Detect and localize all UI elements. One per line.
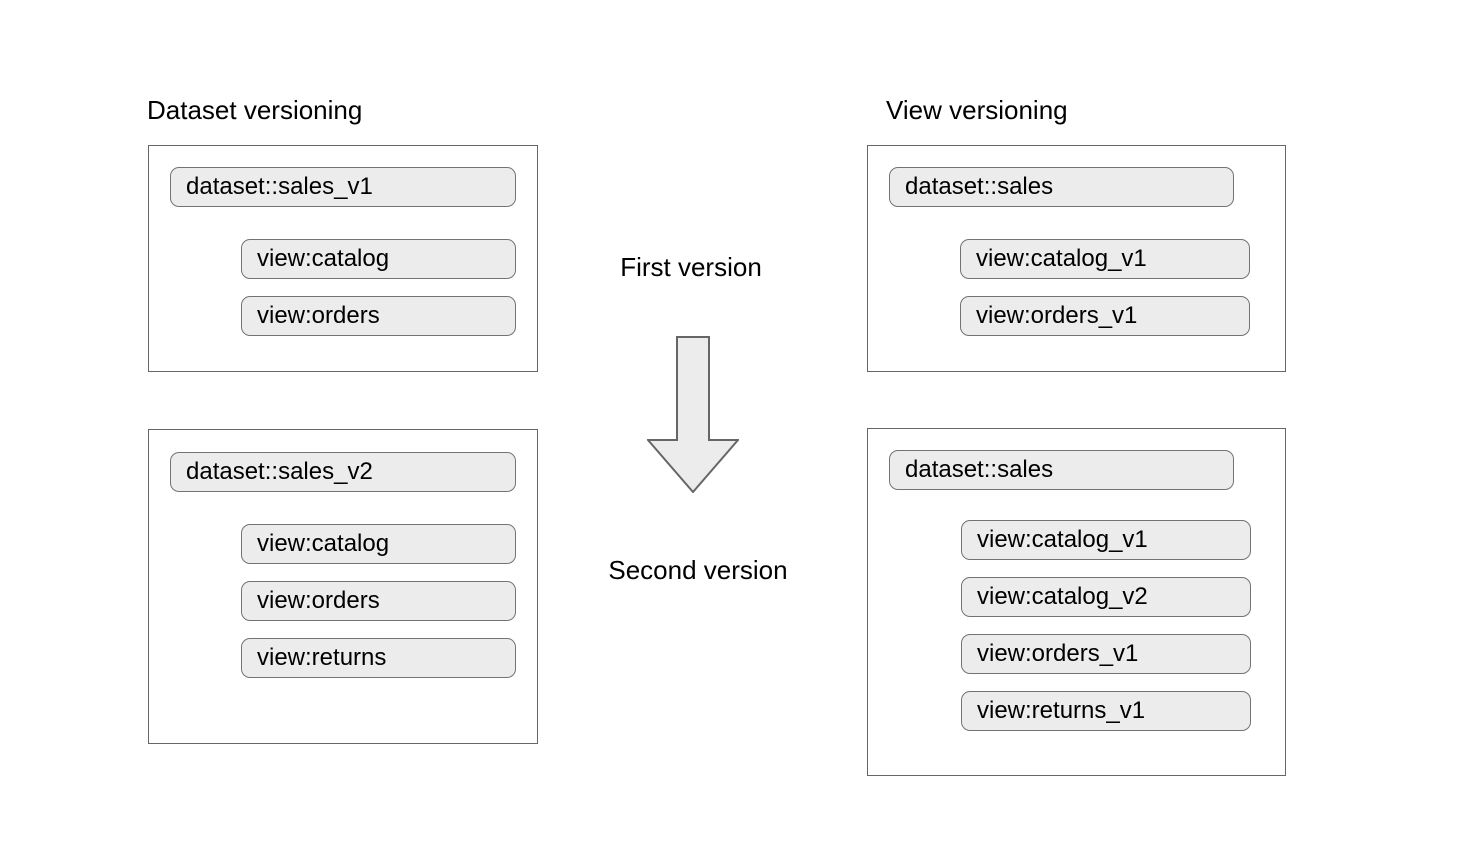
panel-view-versioning-first: dataset::sales view:catalog_v1 view:orde… <box>867 145 1286 372</box>
view-pill[interactable]: view:catalog <box>241 239 516 279</box>
view-pill[interactable]: view:orders <box>241 296 516 336</box>
panel-dataset-versioning-first: dataset::sales_v1 view:catalog view:orde… <box>148 145 538 372</box>
column-heading-view-versioning: View versioning <box>886 95 1068 125</box>
dataset-pill[interactable]: dataset::sales_v2 <box>170 452 516 492</box>
dataset-pill[interactable]: dataset::sales <box>889 450 1234 490</box>
view-pill[interactable]: view:catalog <box>241 524 516 564</box>
view-pill[interactable]: view:catalog_v2 <box>961 577 1251 617</box>
second-version-label: Second version <box>608 555 788 585</box>
view-pill[interactable]: view:returns_v1 <box>961 691 1251 731</box>
view-pill[interactable]: view:orders_v1 <box>960 296 1250 336</box>
arrow-down-icon <box>647 336 739 493</box>
view-pill[interactable]: view:catalog_v1 <box>960 239 1250 279</box>
view-pill[interactable]: view:catalog_v1 <box>961 520 1251 560</box>
view-pill[interactable]: view:returns <box>241 638 516 678</box>
dataset-pill[interactable]: dataset::sales <box>889 167 1234 207</box>
panel-view-versioning-second: dataset::sales view:catalog_v1 view:cata… <box>867 428 1286 776</box>
first-version-label: First version <box>620 252 762 282</box>
view-pill[interactable]: view:orders_v1 <box>961 634 1251 674</box>
dataset-pill[interactable]: dataset::sales_v1 <box>170 167 516 207</box>
view-pill[interactable]: view:orders <box>241 581 516 621</box>
panel-dataset-versioning-second: dataset::sales_v2 view:catalog view:orde… <box>148 429 538 744</box>
column-heading-dataset-versioning: Dataset versioning <box>147 95 363 125</box>
